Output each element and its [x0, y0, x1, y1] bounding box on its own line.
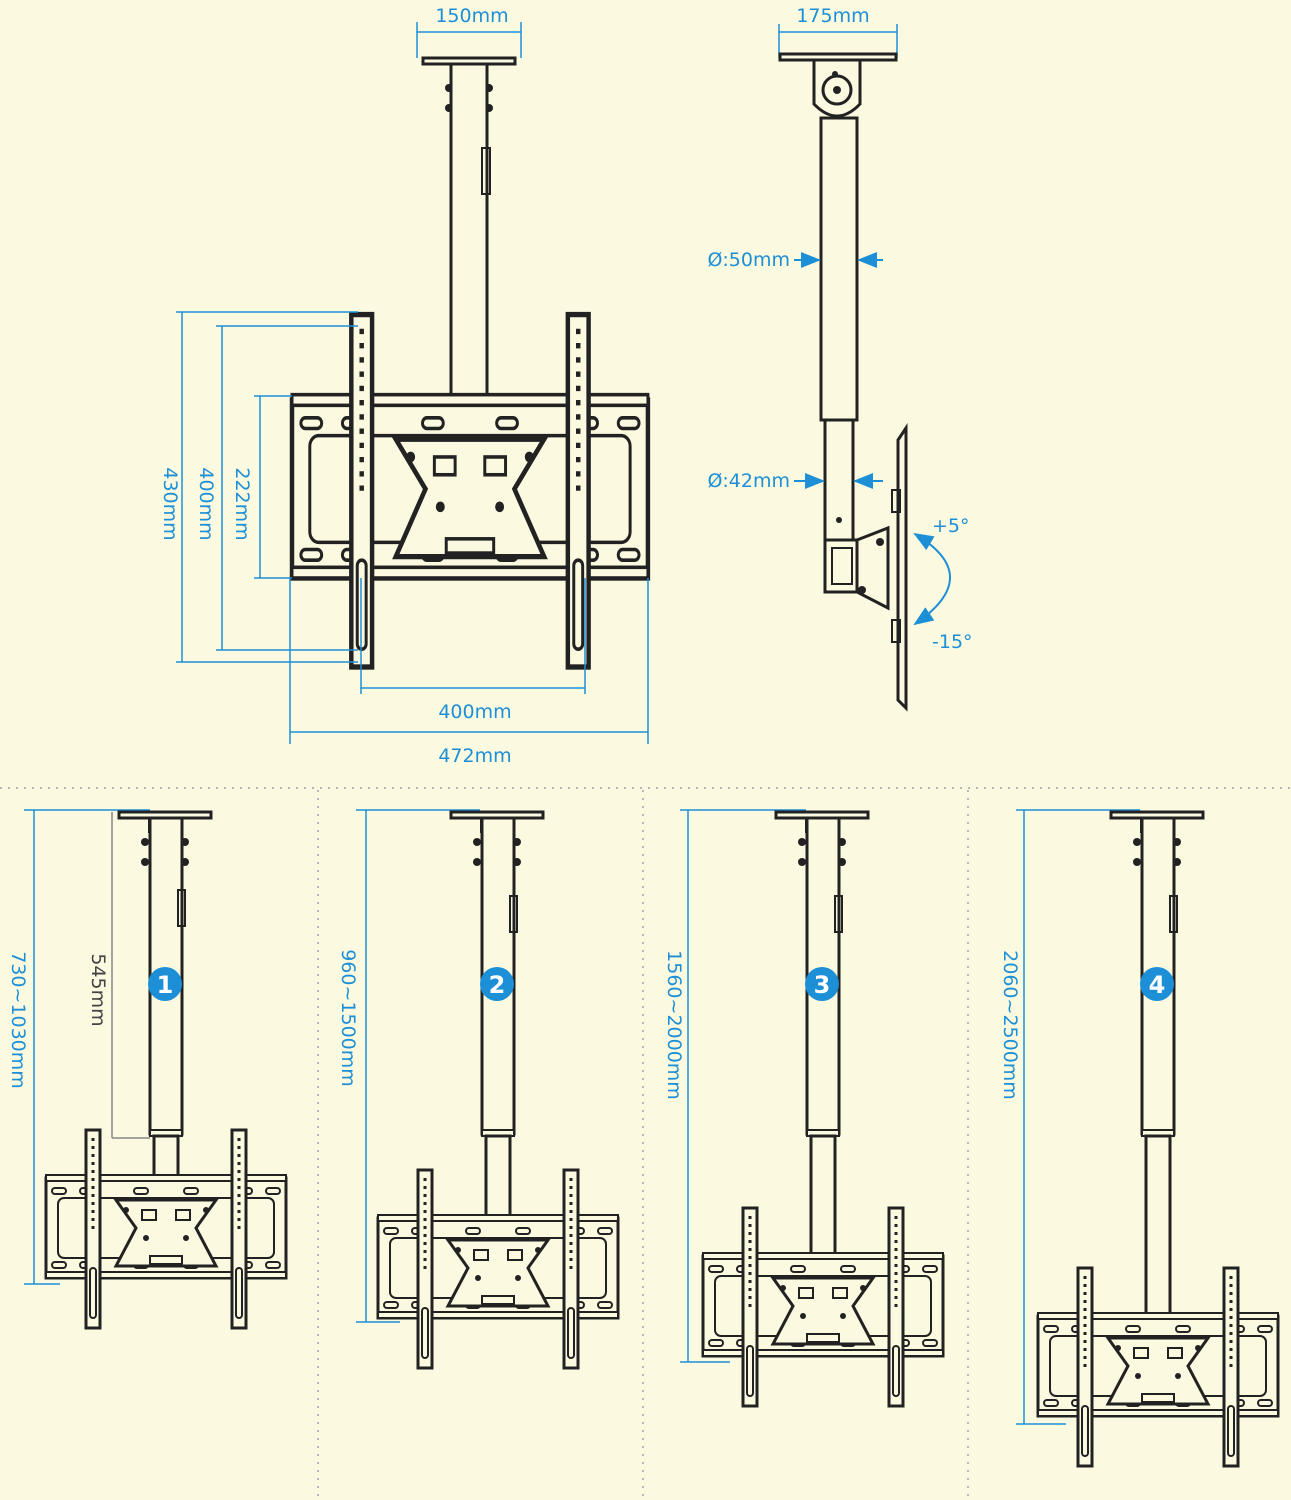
- config-2-number: 2: [489, 971, 506, 999]
- overall-height-label: 430mm: [159, 467, 181, 540]
- config-1-number: 1: [157, 971, 174, 999]
- overall-width-label: 472mm: [438, 745, 511, 767]
- config-2-step-badge: [480, 967, 514, 1001]
- config-4-number: 4: [1149, 971, 1166, 999]
- config-2-height-range: 960~1500mm: [337, 949, 359, 1087]
- hole-width-label: 400mm: [438, 701, 511, 723]
- config-4-step-badge: [1140, 967, 1174, 1001]
- config-3-height-range: 1560~2000mm: [663, 950, 685, 1100]
- tilt-down-label: -15°: [932, 631, 973, 653]
- config-3-step-badge: [805, 967, 839, 1001]
- side-upper-pole: [819, 116, 859, 422]
- hole-height-label: 400mm: [195, 467, 217, 540]
- config-3-number: 3: [814, 971, 831, 999]
- config-1-pole-length: 545mm: [87, 953, 109, 1026]
- side-plate-width-label: 175mm: [796, 5, 869, 27]
- front-plate-width-label: 150mm: [435, 5, 508, 27]
- configuration-4: 2060~2500mm 4: [999, 809, 1280, 1468]
- upper-pole-diameter-label: Ø:50mm: [707, 249, 790, 271]
- plate-height-label: 222mm: [231, 467, 253, 540]
- configuration-3: 1560~2000mm 3: [663, 809, 945, 1408]
- config-4-height-range: 2060~2500mm: [999, 950, 1021, 1100]
- front-pole: [449, 62, 489, 400]
- config-1-step-badge: [148, 967, 182, 1001]
- tilt-up-label: +5°: [932, 515, 970, 537]
- lower-pole-diameter-label: Ø:42mm: [707, 470, 790, 492]
- configuration-1: 730~1030mm 545mm 1: [7, 809, 288, 1330]
- config-1-height-range: 730~1030mm: [7, 951, 29, 1089]
- front-view: 150mm 430mm 400mm: [159, 5, 648, 767]
- configuration-2: 960~1500mm 2: [337, 809, 620, 1370]
- side-view: 175mm Ø:50mm Ø:42mm +5° -15°: [707, 5, 973, 712]
